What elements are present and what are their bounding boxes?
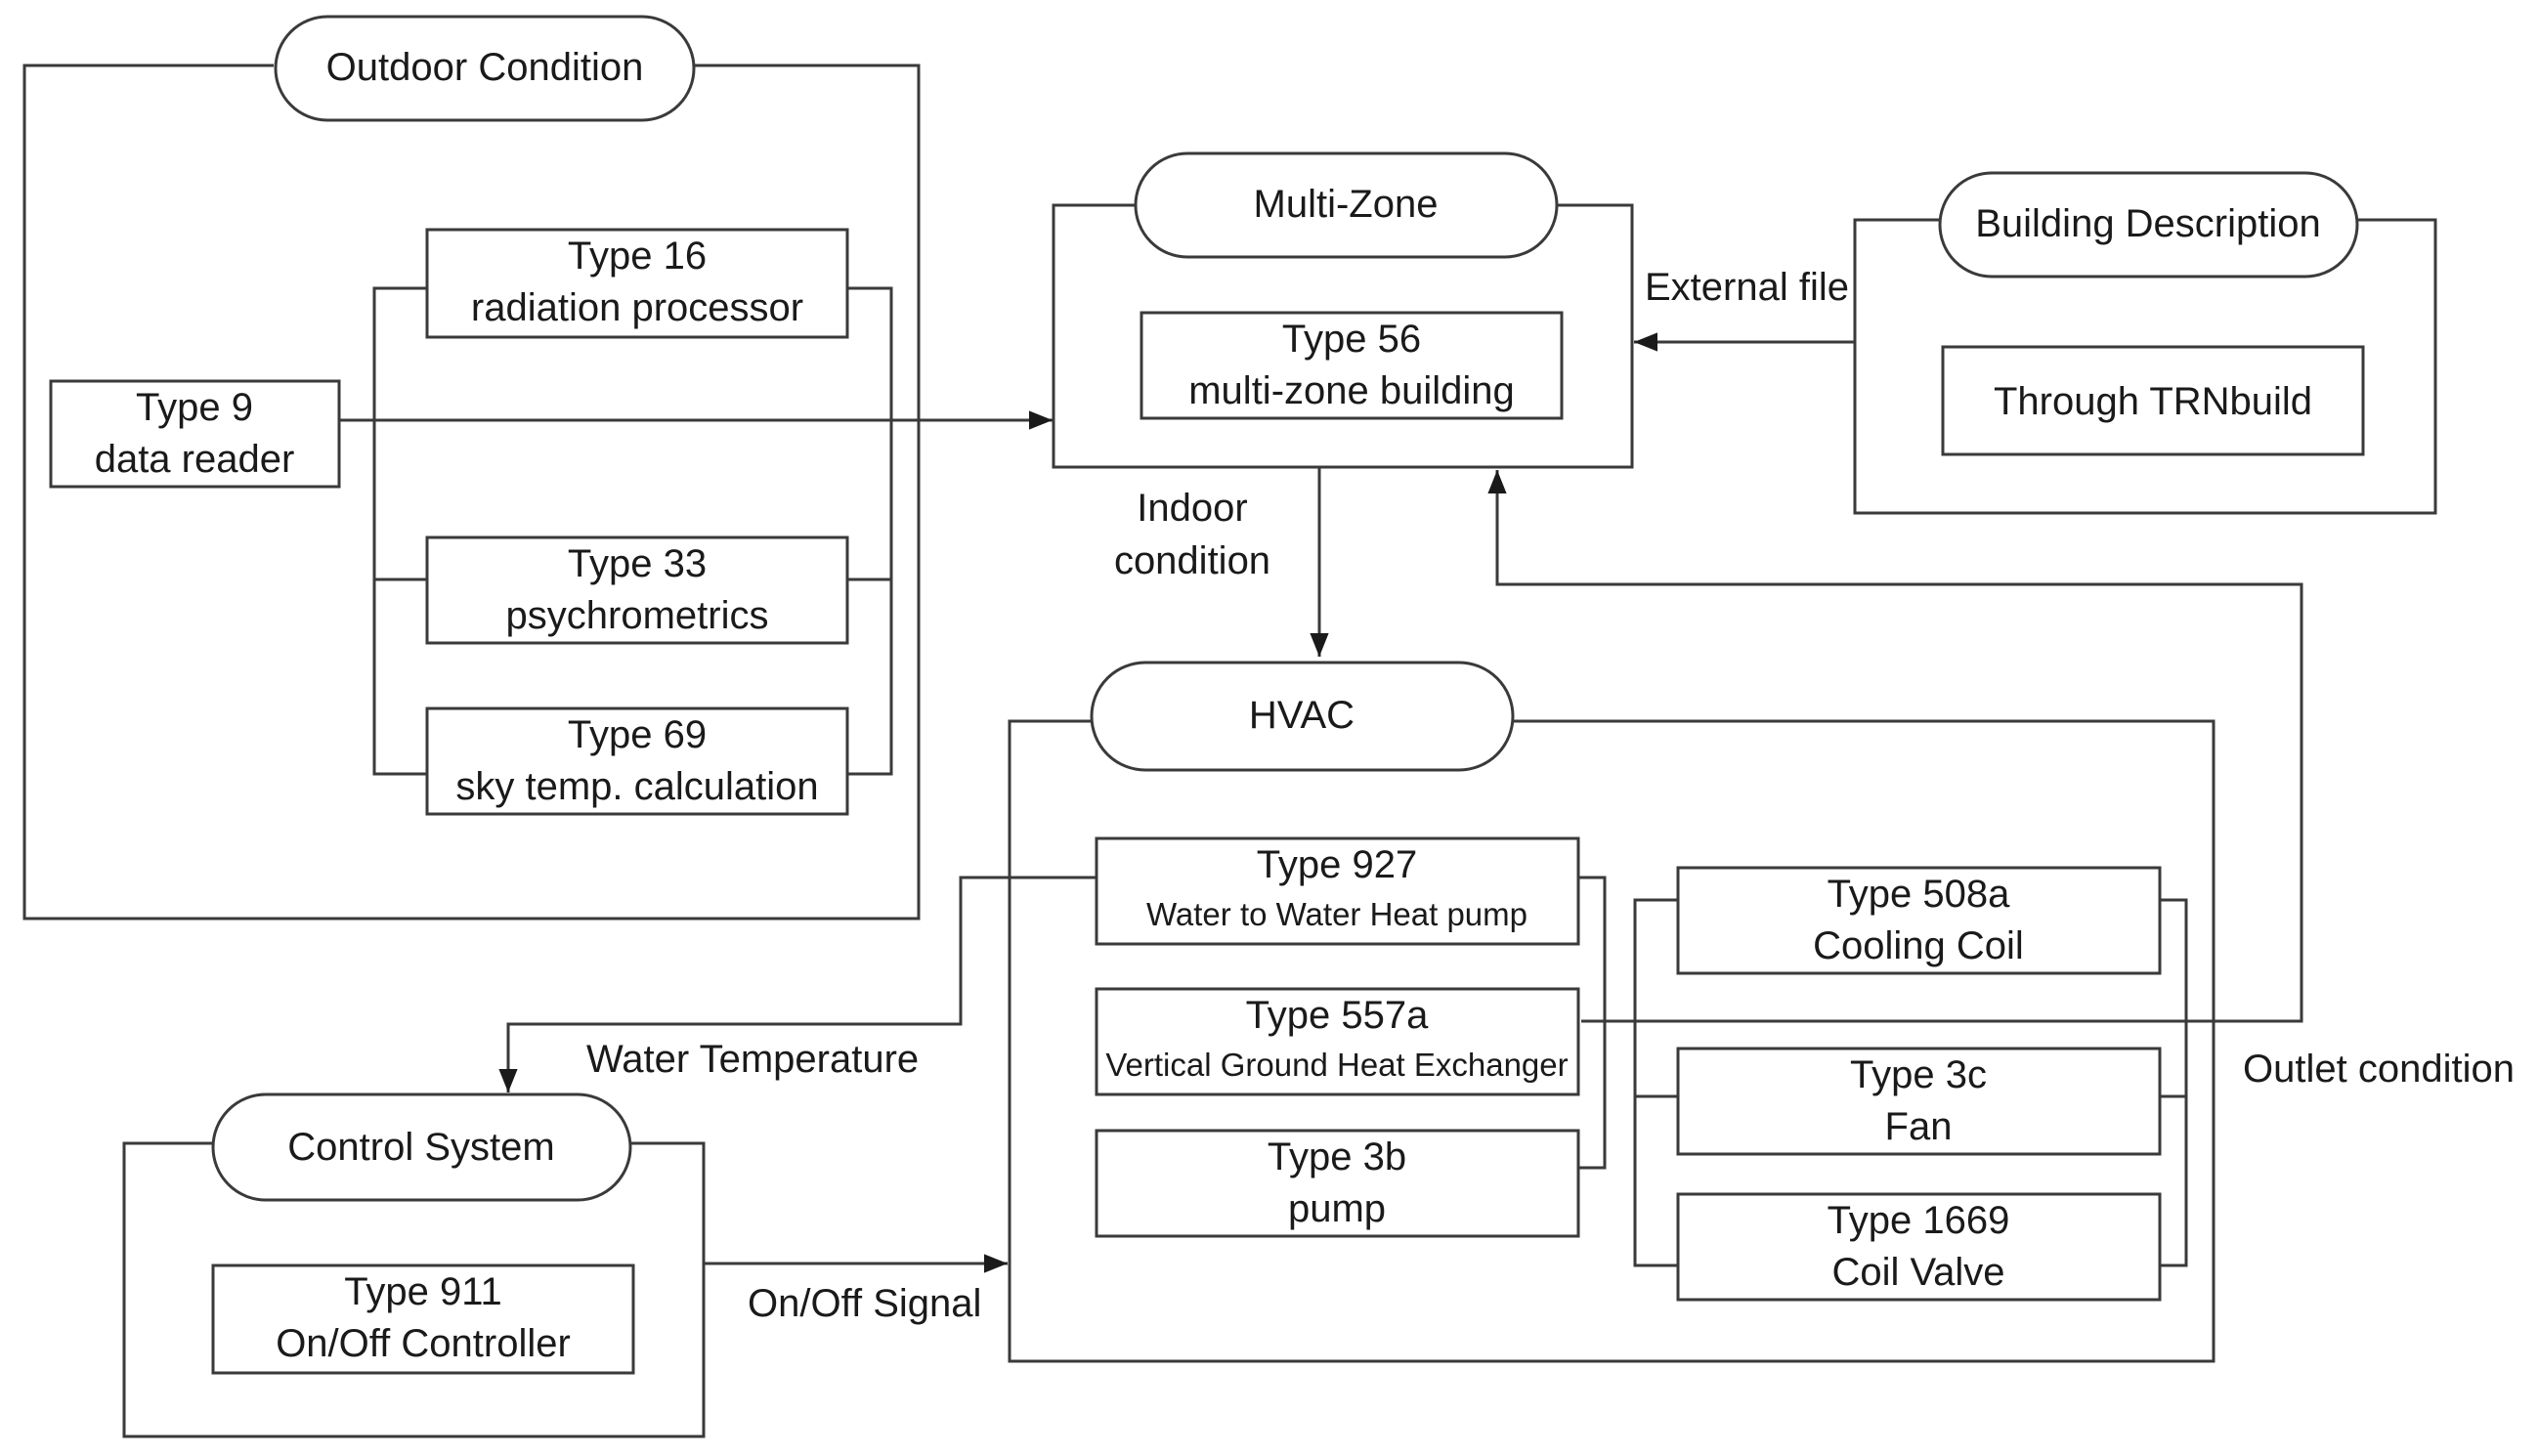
type911-desc: On/Off Controller bbox=[276, 1322, 571, 1365]
type69-box bbox=[425, 707, 849, 816]
type3b-desc: pump bbox=[1288, 1187, 1386, 1230]
water-temperature-arrow bbox=[498, 876, 1097, 1092]
type1669-desc: Coil Valve bbox=[1831, 1251, 2004, 1294]
hvac-header bbox=[1090, 661, 1515, 772]
hvac-title: HVAC bbox=[1249, 694, 1355, 737]
type69-desc: sky temp. calculation bbox=[455, 765, 818, 808]
type557a-box bbox=[1095, 987, 1580, 1096]
trnbuild-box bbox=[1941, 345, 2365, 456]
type16-desc: radiation processor bbox=[471, 286, 803, 329]
type16-box bbox=[425, 228, 849, 339]
water-loop-bracket bbox=[1578, 876, 1607, 1170]
outdoor-condition-title: Outdoor Condition bbox=[326, 46, 644, 89]
control-system-frame bbox=[122, 1141, 706, 1438]
air-side-right-bracket bbox=[2160, 898, 2188, 1267]
type9-desc: data reader bbox=[95, 438, 295, 481]
onoff-signal-label: On/Off Signal bbox=[748, 1282, 981, 1325]
air-side-left-bracket bbox=[1633, 898, 1678, 1267]
type3c-desc: Fan bbox=[1885, 1105, 1953, 1148]
type56-box bbox=[1140, 311, 1564, 420]
outlet-condition-label: Outlet condition bbox=[2243, 1048, 2515, 1091]
type3c-label: Type 3c bbox=[1850, 1053, 1987, 1096]
type56-desc: multi-zone building bbox=[1188, 369, 1515, 412]
control-system-title: Control System bbox=[287, 1126, 554, 1169]
indoor-condition-label-1: Indoor bbox=[1137, 487, 1247, 530]
type9-label: Type 9 bbox=[136, 386, 253, 429]
water-temperature-label: Water Temperature bbox=[586, 1038, 919, 1081]
building-description-header bbox=[1938, 171, 2359, 278]
multi-zone-frame bbox=[1052, 203, 1634, 469]
type508a-desc: Cooling Coil bbox=[1813, 924, 2024, 967]
type3b-box bbox=[1095, 1129, 1580, 1238]
trnbuild-desc: Through TRNbuild bbox=[1994, 380, 2312, 423]
type33-label: Type 33 bbox=[568, 542, 707, 585]
control-system-header bbox=[211, 1092, 632, 1202]
type508a-label: Type 508a bbox=[1828, 873, 2011, 916]
type557a-desc: Vertical Ground Heat Exchanger bbox=[1105, 1047, 1568, 1083]
outdoor-condition-header bbox=[274, 15, 696, 122]
type33-desc: psychrometrics bbox=[506, 594, 769, 637]
multi-zone-title: Multi-Zone bbox=[1254, 183, 1439, 226]
type9-box bbox=[49, 379, 341, 489]
type911-label: Type 911 bbox=[344, 1270, 502, 1313]
building-description-title: Building Description bbox=[1975, 202, 2321, 245]
hvac-frame bbox=[1008, 719, 2215, 1363]
outdoor-condition-frame bbox=[22, 64, 921, 921]
type927-desc: Water to Water Heat pump bbox=[1146, 896, 1527, 932]
outdoor-left-bracket bbox=[372, 286, 427, 776]
type3c-box bbox=[1676, 1047, 2162, 1156]
type927-label: Type 927 bbox=[1257, 843, 1418, 886]
building-description-frame bbox=[1853, 218, 2437, 515]
type557a-label: Type 557a bbox=[1246, 994, 1430, 1037]
type69-label: Type 69 bbox=[568, 713, 707, 756]
indoor-condition-label-2: condition bbox=[1114, 539, 1270, 582]
multi-zone-header bbox=[1134, 151, 1559, 259]
type911-box bbox=[211, 1263, 635, 1375]
type1669-box bbox=[1676, 1192, 2162, 1302]
type3b-label: Type 3b bbox=[1268, 1135, 1406, 1178]
type927-box bbox=[1095, 836, 1580, 946]
outdoor-right-bracket bbox=[847, 286, 893, 776]
type508a-box bbox=[1676, 866, 2162, 975]
type56-label: Type 56 bbox=[1282, 318, 1421, 361]
type16-label: Type 16 bbox=[568, 235, 707, 278]
type1669-label: Type 1669 bbox=[1828, 1199, 2010, 1242]
outlet-condition-arrow bbox=[1487, 470, 2303, 1023]
type33-box bbox=[425, 535, 849, 645]
external-file-label: External file bbox=[1645, 266, 1849, 309]
